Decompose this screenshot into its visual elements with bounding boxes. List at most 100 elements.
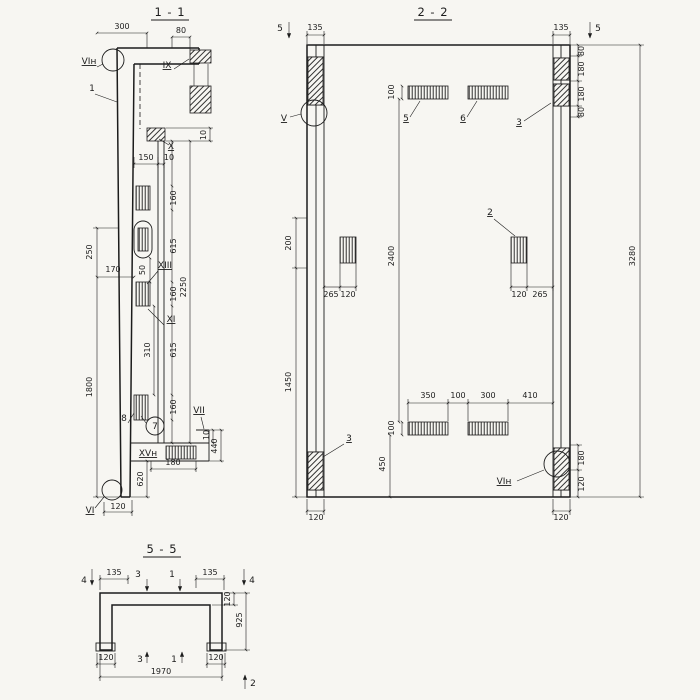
label-pos-1-top: 1 xyxy=(169,570,175,580)
dim-160-c: 160 xyxy=(169,399,178,414)
dim-120-flange: 120 xyxy=(223,591,232,606)
dim-1800: 1800 xyxy=(85,377,94,397)
label-pos-2: 2 xyxy=(487,208,493,218)
dim-180-a: 180 xyxy=(577,61,586,76)
label-xiii: XIII xyxy=(158,261,172,271)
dim-80: 80 xyxy=(176,26,186,35)
dim-150: 150 xyxy=(138,153,153,162)
channel-outline xyxy=(95,592,227,652)
hatch-block xyxy=(135,185,151,211)
section-5-5: 5 - 5 4 4 135 135 xyxy=(81,542,256,689)
label-ix: IX xyxy=(163,61,172,71)
dim-120-right: 120 xyxy=(511,290,526,299)
hatch-block xyxy=(135,281,151,307)
dim-120-left: 120 xyxy=(340,290,355,299)
dim-80-a: 80 xyxy=(577,46,586,56)
label-xvn: XVн xyxy=(139,449,157,459)
dim-440: 440 xyxy=(210,438,219,453)
dim-100-row: 100 xyxy=(450,391,465,400)
label-pos-1: 1 xyxy=(89,84,95,94)
rebar-hatch-blocks xyxy=(133,49,212,460)
dim-100-bot: 100 xyxy=(387,420,396,435)
dim-135-left: 135 xyxy=(106,568,121,577)
dim-300: 300 xyxy=(480,391,495,400)
dim-80-b: 80 xyxy=(577,107,586,117)
node-circle-7 xyxy=(145,416,165,436)
dim-3280: 3280 xyxy=(628,246,637,266)
dim-615-b: 615 xyxy=(169,342,178,357)
dim-615-a: 615 xyxy=(169,238,178,253)
node-circles xyxy=(300,99,571,478)
hatch-block xyxy=(553,57,570,81)
dim-100-top: 100 xyxy=(387,84,396,99)
cut-mark-4-left: 4 xyxy=(81,576,87,586)
dim-180: 180 xyxy=(165,458,180,467)
dim-120-bl: 120 xyxy=(308,513,323,522)
hatch-block xyxy=(133,394,149,421)
extension-leader-lines xyxy=(286,22,644,515)
section-1-1-title: 1 - 1 xyxy=(154,5,185,19)
node-circles xyxy=(101,48,165,501)
dim-180-bot: 180 xyxy=(577,450,586,465)
hatch-block xyxy=(307,56,324,106)
dim-925: 925 xyxy=(235,612,244,627)
dim-170: 170 xyxy=(105,265,120,274)
section-2-2-title: 2 - 2 xyxy=(417,5,448,19)
hatch-block xyxy=(189,85,212,114)
hatch-block xyxy=(553,447,570,491)
right-foot xyxy=(206,642,227,652)
dim-120-bl: 120 xyxy=(98,653,113,662)
dim-10-top: 10 xyxy=(199,130,208,140)
node-circle-v xyxy=(300,99,328,127)
hatch-block xyxy=(146,127,166,142)
cut-mark-5-right: 5 xyxy=(595,24,601,34)
label-pos-3-top: 3 xyxy=(135,570,141,580)
dim-265-left: 265 xyxy=(323,290,338,299)
dim-310: 310 xyxy=(143,342,152,357)
rebar-bar xyxy=(467,421,509,436)
section-1-1: 1 - 1 xyxy=(82,5,224,516)
dim-135-left: 135 xyxy=(307,23,322,32)
hatch-block xyxy=(137,227,149,252)
hatch-block xyxy=(307,451,324,491)
left-foot xyxy=(95,642,116,652)
dim-1450: 1450 xyxy=(284,372,293,392)
dim-10-bot: 10 xyxy=(202,430,211,440)
dimension-lines xyxy=(294,33,642,513)
dim-265-right: 265 xyxy=(532,290,547,299)
dim-120-bot: 120 xyxy=(577,476,586,491)
dim-10-mid: 10 xyxy=(164,153,174,162)
dim-350: 350 xyxy=(420,391,435,400)
hatch-block xyxy=(165,445,197,460)
label-v: V xyxy=(281,114,288,124)
node-circle-vin xyxy=(101,48,125,72)
label-vin-top: VIн xyxy=(82,57,97,67)
cut-mark-4-right: 4 xyxy=(249,576,255,586)
node-circle-vin xyxy=(543,450,571,478)
dimension-lines xyxy=(95,31,223,514)
dim-2400: 2400 xyxy=(387,246,396,266)
label-vii: VII xyxy=(193,406,204,416)
label-pos-8: 8 xyxy=(121,414,127,424)
dim-135-right: 135 xyxy=(553,23,568,32)
hatch-block xyxy=(553,83,570,107)
dim-300: 300 xyxy=(114,22,129,31)
dim-620: 620 xyxy=(136,471,145,486)
dim-50: 50 xyxy=(138,265,147,275)
label-pos-7: 7 xyxy=(152,422,158,432)
dim-180-b: 180 xyxy=(577,86,586,101)
label-pos-6: 6 xyxy=(460,114,466,124)
dim-120-br: 120 xyxy=(208,653,223,662)
hatch-block xyxy=(189,49,212,64)
extension-leader-lines xyxy=(93,33,224,516)
dim-2250: 2250 xyxy=(179,277,188,297)
cut-mark-2: 2 xyxy=(250,679,256,689)
dim-120-br: 120 xyxy=(553,513,568,522)
dim-1970: 1970 xyxy=(151,667,171,676)
rebar-bar xyxy=(510,236,528,264)
dim-135-right: 135 xyxy=(202,568,217,577)
section-5-5-title: 5 - 5 xyxy=(146,542,177,556)
